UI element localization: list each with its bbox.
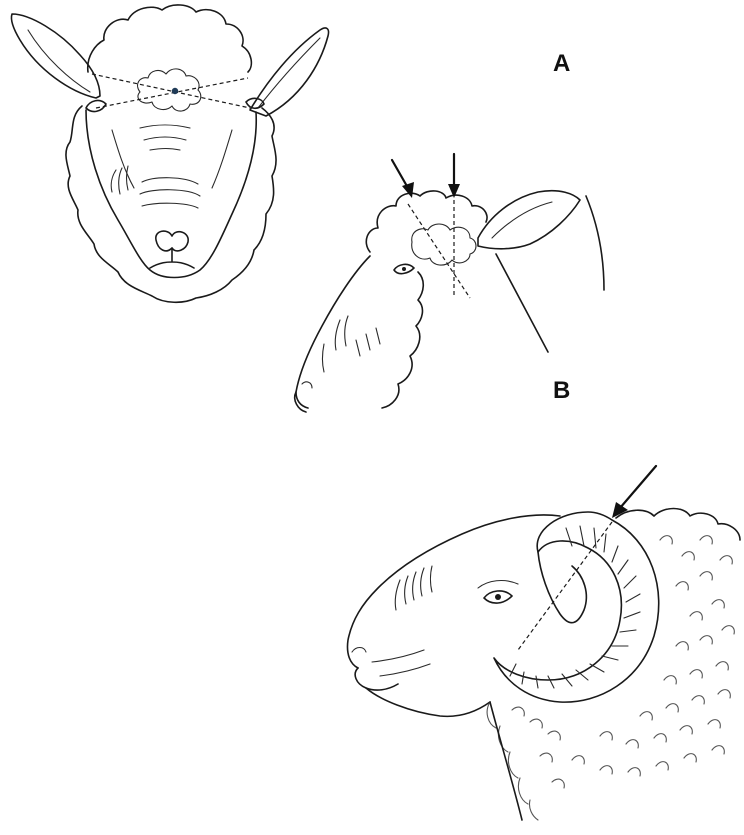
ram-jaw xyxy=(366,688,490,716)
sheep-side-eye-pupil xyxy=(402,267,406,271)
ram-back-wool xyxy=(616,509,740,541)
sheep-side-neck-line xyxy=(496,254,548,352)
ram-horn-ridges xyxy=(510,526,640,688)
sheep-front-dashed-line-2 xyxy=(92,74,250,108)
sheep-side-neck-back xyxy=(586,196,604,290)
sheep-side-wrinkles xyxy=(323,316,381,372)
sheep-side-nostril xyxy=(302,382,312,388)
ram-brow xyxy=(478,581,518,588)
ram-eye-pupil xyxy=(495,594,501,600)
sheep-front-left-eye xyxy=(86,101,106,112)
sheep-front-poll-wool xyxy=(88,5,252,72)
ram-side-view xyxy=(347,466,740,820)
sheep-front-mouth xyxy=(150,248,194,268)
ram-nostril xyxy=(352,648,366,653)
sheep-front-left-ear xyxy=(11,14,100,98)
sheep-front-cheek-line-right xyxy=(212,130,232,188)
panel-label-b: B xyxy=(553,379,570,403)
sheep-front-left-ear-inner xyxy=(28,30,90,92)
sheep-front-dashed-line-1 xyxy=(96,78,248,108)
sheep-front-marker-dot xyxy=(172,88,178,94)
sheep-front-wool-mane xyxy=(66,106,276,302)
ram-face-wrinkles xyxy=(395,566,432,610)
sheep-front-snout-lines xyxy=(140,178,200,208)
ram-head-outline xyxy=(347,515,560,668)
sheep-front-brow-lines xyxy=(140,125,190,150)
ram-nose xyxy=(355,668,398,690)
panel-label-a: A xyxy=(553,52,570,76)
arrow-down-icon xyxy=(392,160,414,198)
sheep-side-view xyxy=(295,154,604,412)
ram-horn-outer xyxy=(494,512,659,702)
ram-muzzle-lines xyxy=(372,650,430,676)
sheep-side-face-profile xyxy=(296,256,370,408)
sheep-side-ear-inner xyxy=(492,202,552,238)
sheep-front-view xyxy=(11,5,328,302)
ram-neck-underline xyxy=(490,702,522,820)
sheep-side-wool-outline xyxy=(366,191,487,252)
arrow-down-icon xyxy=(448,154,460,198)
sheep-side-cheek-wool xyxy=(382,272,423,408)
sheep-side-dashed-line-oblique xyxy=(408,204,470,298)
sheep-front-right-ear-inner xyxy=(258,38,320,108)
sheep-front-cheek-line-left xyxy=(112,130,134,188)
sheep-side-ear xyxy=(478,191,580,249)
ram-throat-wool xyxy=(487,702,564,820)
